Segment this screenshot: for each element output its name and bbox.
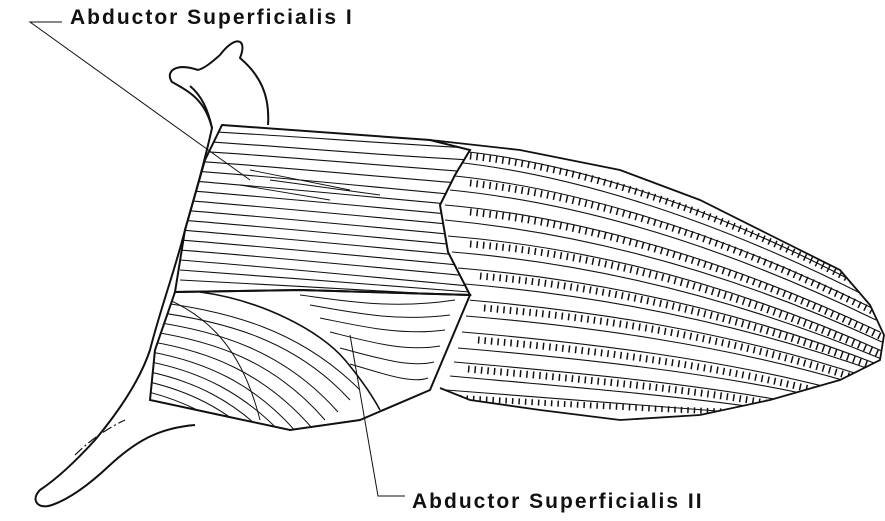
leader-lines	[30, 22, 405, 496]
label-abductor-superficialis-ii: Abductor Superficialis II	[412, 490, 704, 514]
label-abductor-superficialis-i: Abductor Superficialis I	[70, 6, 354, 30]
fin-rays	[430, 140, 884, 420]
leader-line-top	[30, 22, 250, 180]
leader-line-bottom	[350, 335, 405, 496]
abductor-superficialis-i-muscle	[175, 125, 470, 296]
abductor-superficialis-ii-muscle	[140, 290, 470, 438]
